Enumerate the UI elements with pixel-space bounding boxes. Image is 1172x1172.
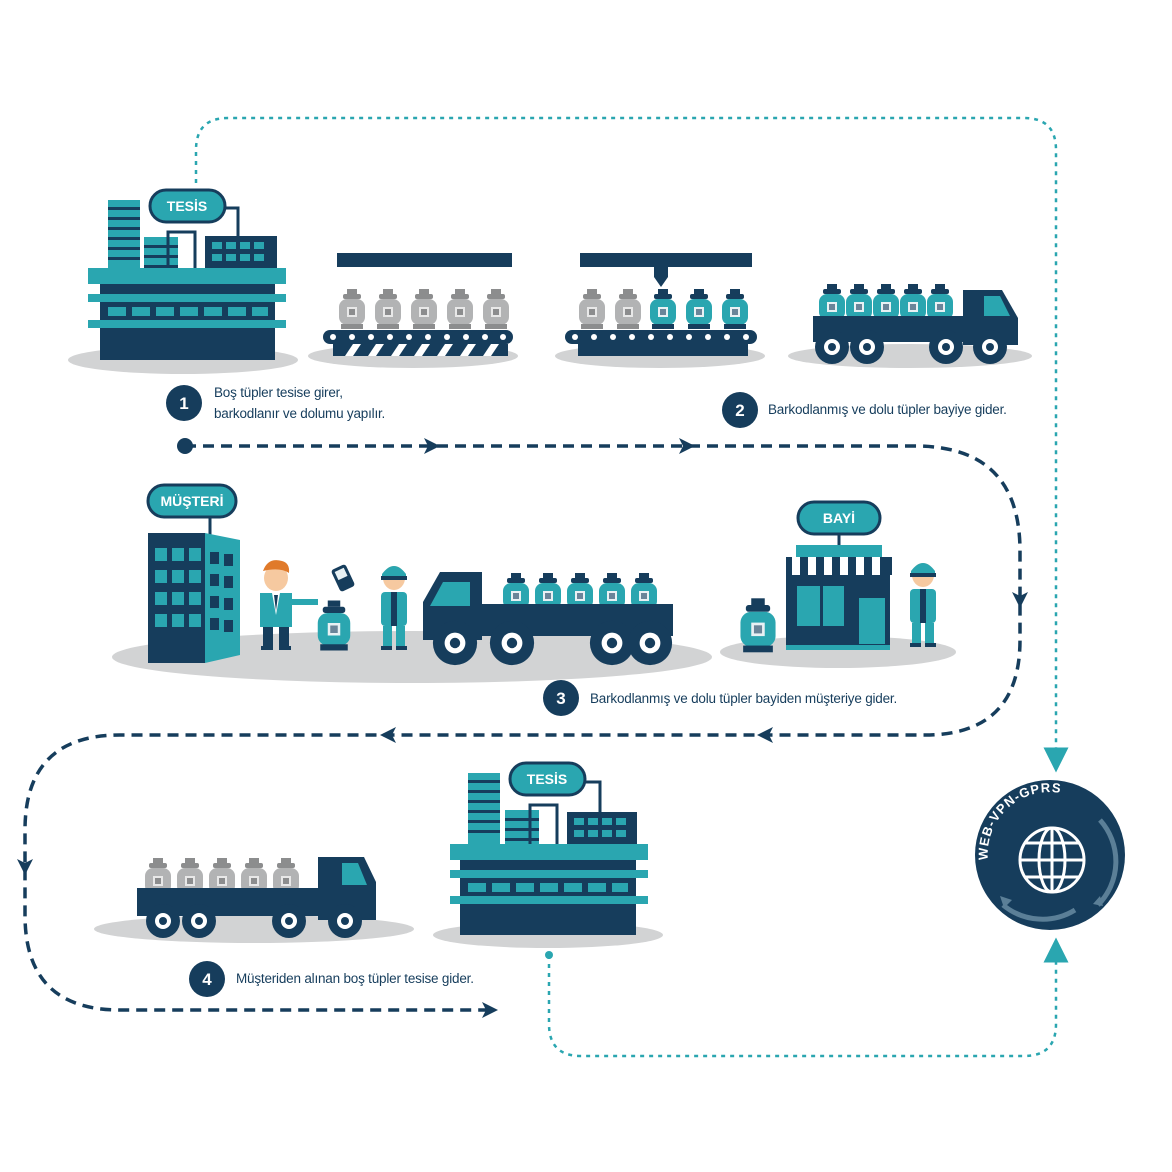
step-1-badge bbox=[166, 385, 202, 421]
step-1-number: 1 bbox=[179, 394, 188, 413]
step-3-line-1: Barkodlanmış ve dolu tüpler bayiden müşt… bbox=[590, 691, 898, 706]
teal-loop-top bbox=[194, 116, 1069, 773]
step-1-line-1: Boş tüpler tesise girer, bbox=[214, 385, 343, 400]
flow-arrow-path bbox=[23, 444, 1022, 1012]
step-3-text: Barkodlanmış ve dolu tüpler bayiden müşt… bbox=[590, 688, 897, 709]
customer-person bbox=[260, 560, 318, 650]
dealer-shop: BAYİ bbox=[740, 500, 892, 653]
teal-loop-bottom bbox=[547, 937, 1069, 1058]
truck-full-top bbox=[788, 284, 1032, 368]
truck-full-delivery bbox=[423, 572, 673, 666]
step-2-number: 2 bbox=[735, 401, 744, 420]
truck-empty bbox=[94, 857, 414, 943]
facility-bottom: TESİS bbox=[433, 761, 663, 948]
step-3-badge bbox=[543, 680, 579, 716]
flow-start-dot bbox=[177, 438, 193, 454]
sign-plant-bottom: TESİS bbox=[527, 771, 567, 787]
step-1-line-2: barkodlanır ve dolumu yapılır. bbox=[214, 406, 386, 421]
step-2-line-1: Barkodlanmış ve dolu tüpler bayiye gider… bbox=[768, 402, 1007, 417]
delivered-cylinder bbox=[317, 600, 351, 651]
globe-icon bbox=[1018, 826, 1086, 894]
conveyor-empty bbox=[308, 253, 518, 368]
sign-plant-top: TESİS bbox=[167, 198, 207, 214]
customer-building: MÜŞTERİ bbox=[146, 483, 240, 663]
step-2-badge bbox=[722, 392, 758, 428]
facility-top: TESİS bbox=[68, 188, 298, 374]
sign-dealer: BAYİ bbox=[823, 510, 855, 526]
step-4-text: Müşteriden alınan boş tüpler tesise gide… bbox=[236, 968, 474, 989]
step-1-text: Boş tüpler tesise girer, barkodlanır ve … bbox=[214, 382, 385, 424]
conveyor-filling bbox=[555, 253, 765, 368]
teal-loop-start-dot bbox=[545, 951, 553, 959]
barcode-scanner-icon bbox=[331, 564, 355, 592]
step-3-number: 3 bbox=[556, 689, 565, 708]
step-4-badge bbox=[189, 961, 225, 997]
dealer-ground bbox=[720, 636, 956, 668]
step-4-line-1: Müşteriden alınan boş tüpler tesise gide… bbox=[236, 971, 474, 986]
sign-customer: MÜŞTERİ bbox=[161, 493, 224, 509]
network-badge: WEB-VPN-GPRS bbox=[975, 780, 1125, 930]
flow-arrowheads bbox=[17, 438, 1028, 1018]
step-2-text: Barkodlanmış ve dolu tüpler bayiye gider… bbox=[768, 399, 1007, 420]
dealer-worker bbox=[910, 563, 936, 647]
step-4-number: 4 bbox=[202, 970, 212, 989]
customer-ground bbox=[112, 631, 712, 683]
